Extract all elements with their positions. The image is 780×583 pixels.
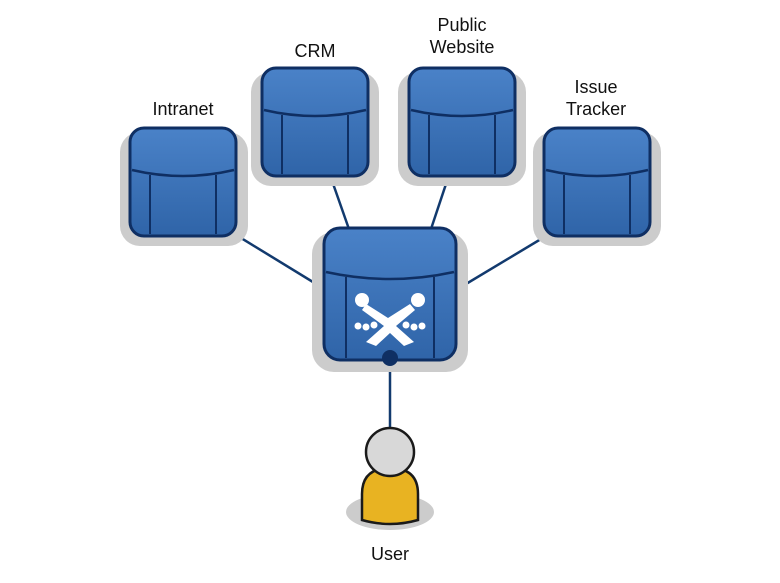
public-website-label: Public Website [412, 14, 512, 58]
issue-tracker-label-line2: Tracker [565, 99, 627, 119]
user-label: User [370, 544, 409, 564]
intranet-database [120, 126, 248, 246]
issue-tracker-label: Issue Tracker [546, 76, 646, 120]
issue-tracker-label-line1: Issue [574, 77, 618, 97]
crossroads-x-logo-icon [354, 293, 426, 346]
issue-tracker-database [533, 126, 661, 246]
crm-label: CRM [294, 41, 336, 61]
connector-intranet [227, 228, 327, 292]
intranet-label: Intranet [152, 99, 214, 119]
hub-server [312, 226, 468, 372]
public-website-label-line1: Public [437, 15, 487, 35]
crm-database [251, 66, 379, 186]
person-icon [346, 426, 434, 530]
public-website-database [398, 66, 526, 186]
public-website-label-line2: Website [429, 37, 495, 57]
hub-port [382, 350, 398, 366]
